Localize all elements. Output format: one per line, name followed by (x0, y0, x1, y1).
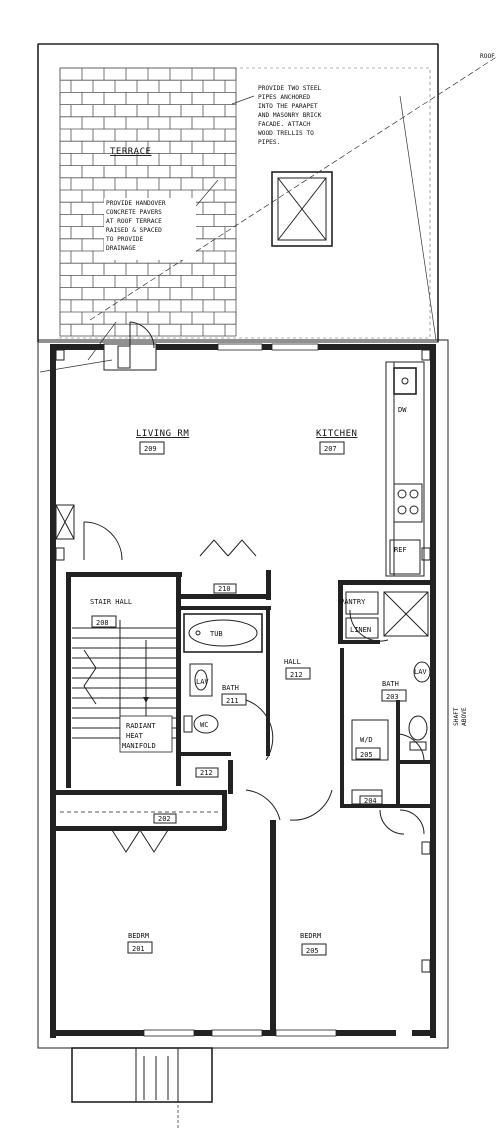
room-number-living: 209 (144, 445, 157, 453)
terrace-title: TERRACE (110, 147, 151, 157)
room-number-wd: 205 (360, 751, 373, 759)
room-name-living: LIVING RM (136, 429, 189, 439)
room-name-bath-211: BATH (222, 684, 239, 692)
terrace-note-line: AT ROOF TERRACE (106, 218, 162, 225)
closet-number: 210 (218, 585, 231, 593)
room-number-bedrm-201: 201 (132, 945, 145, 953)
room-name-hall: HALL (284, 658, 301, 666)
room-number-bath-211: 211 (226, 697, 239, 705)
room-number-bath-203: 203 (386, 693, 399, 701)
pipes-note-line: FACADE. ATTACH (258, 121, 310, 128)
closet-number: 212 (200, 769, 213, 777)
vent-note-line: ABOVE (461, 707, 468, 726)
lav-label: LAV (196, 678, 209, 686)
terrace-note: PROVIDE HANDOVER CONCRETE PAVERS AT ROOF… (104, 198, 196, 260)
terrace-note-line: PROVIDE HANDOVER (106, 200, 166, 207)
heat-note-line: MANIFOLD (122, 742, 156, 750)
roof-callout: ROOF (480, 53, 495, 60)
roof-terrace: ROOF TERRACE PROVIDE HANDOVER CONCRETE P… (37, 43, 499, 373)
linen-label: LINEN (350, 626, 371, 634)
interior-walls (56, 361, 436, 1032)
ref-label: REF (394, 546, 407, 554)
room-name-stair: STAIR HALL (90, 598, 132, 606)
dw-label: DW (398, 406, 407, 414)
room-labels: LIVING RM 209 KITCHEN 207 STAIR HALL 208… (90, 406, 468, 956)
heat-note-line: HEAT (126, 732, 144, 740)
room-name-bedrm-201: BEDRM (128, 932, 149, 940)
pipes-note-line: AND MASONRY BRICK (258, 112, 322, 119)
closet-number: 204 (364, 797, 377, 805)
room-name-kitchen: KITCHEN (316, 429, 357, 439)
skylight (271, 171, 333, 247)
pipes-note-line: PIPES. (258, 139, 280, 146)
lav2-label: LAV (414, 668, 427, 676)
terrace-door (103, 321, 157, 371)
terrace-note-line: RAISED & SPACED (106, 227, 162, 234)
door-swings (83, 521, 425, 853)
entry-steps (71, 1047, 213, 1128)
room-name-bath-203: BATH (382, 680, 399, 688)
room-number-kitchen: 207 (324, 445, 337, 453)
room-number-bedrm-205: 205 (306, 947, 319, 955)
pipes-note-line: WOOD TRELLIS TO (258, 130, 314, 137)
room-number-stair: 208 (96, 619, 109, 627)
terrace-note-line: CONCRETE PAVERS (106, 209, 162, 216)
pipes-note-line: PROVIDE TWO STEEL (258, 85, 322, 92)
vent-note-line: SHAFT (453, 707, 460, 726)
room-number-hall: 212 (290, 671, 303, 679)
heat-note-line: RADIANT (126, 722, 156, 730)
exterior-walls (37, 339, 449, 1049)
tub-label: TUB (210, 630, 223, 638)
terrace-note-line: TO PROVIDE (106, 236, 144, 243)
fixtures (60, 367, 431, 813)
wc-label: WC (200, 721, 208, 729)
pantry-label: PANTRY (340, 598, 366, 606)
terrace-note-line: DRAINAGE (106, 245, 136, 252)
pipes-note-line: PIPES ANCHORED (258, 94, 310, 101)
pipes-note: PROVIDE TWO STEEL PIPES ANCHORED INTO TH… (258, 85, 322, 146)
room-name-wd: W/D (360, 736, 373, 744)
room-name-bedrm-205: BEDRM (300, 932, 321, 940)
pipes-note-line: INTO THE PARAPET (258, 103, 318, 110)
closet-number: 202 (158, 815, 171, 823)
